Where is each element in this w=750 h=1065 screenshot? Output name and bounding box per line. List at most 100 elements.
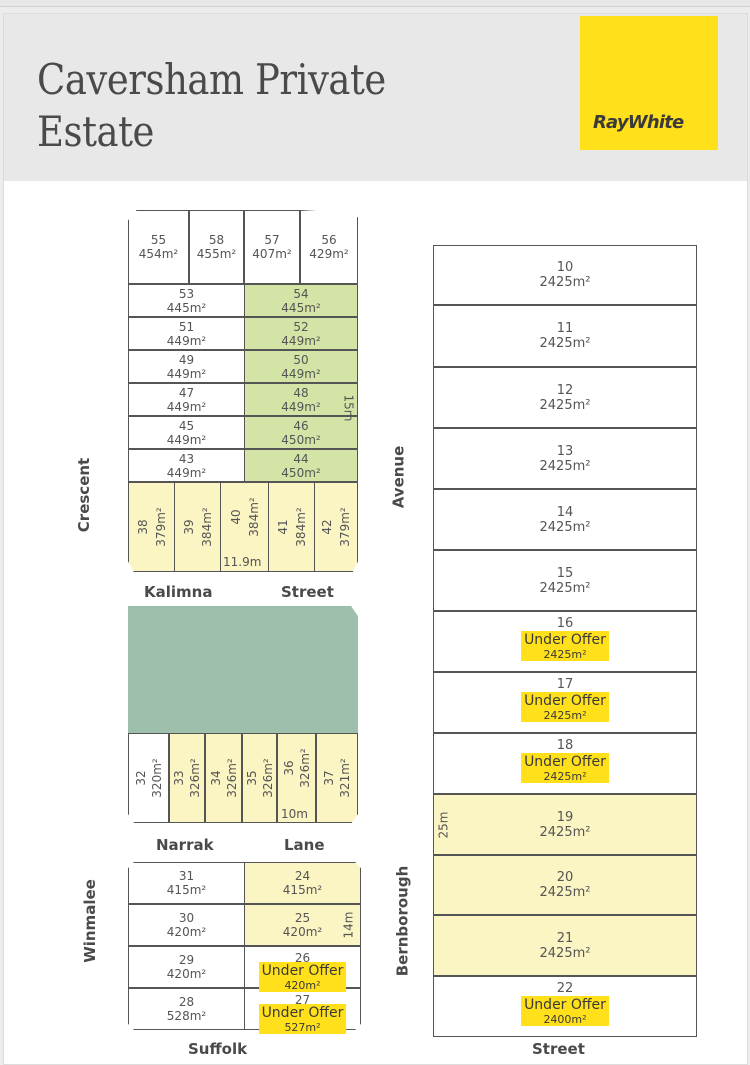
lot-area: 420m²	[284, 979, 321, 992]
lot-area: 420m²	[282, 925, 323, 939]
dimension-25m: 25m	[436, 811, 451, 839]
lot-number: 12	[556, 382, 574, 398]
lot-area: 449m²	[166, 399, 207, 414]
lot-label: 22	[434, 981, 696, 996]
lot-area: 2425m²	[539, 458, 591, 474]
street-avenue: Avenue	[389, 445, 408, 509]
lot-number: 18	[556, 738, 574, 753]
lot-number: 44	[293, 451, 309, 466]
lot-number: 53	[178, 286, 195, 301]
lot-area: 415m²	[282, 883, 323, 897]
lot-area: 2425m²	[539, 275, 591, 290]
page-title: Caversham Private Estate	[37, 55, 386, 156]
lot-label: 18	[434, 738, 696, 753]
lot-number: 28	[178, 995, 195, 1009]
dimension-15m: 15m	[341, 394, 356, 422]
lot-number: 21	[556, 930, 574, 946]
lot-area: 379m²	[153, 507, 168, 547]
lot-label: 27	[245, 993, 360, 1007]
lot-number: 16	[556, 616, 574, 631]
lot-number: 47	[178, 385, 195, 400]
lot-number: 10	[556, 260, 574, 275]
lot-number: 35	[244, 770, 259, 786]
lot-number: 45	[178, 418, 195, 433]
lot-area: 321m²	[338, 758, 352, 798]
lot-area: 326m²	[297, 748, 312, 788]
lot-18[interactable]: 18	[433, 733, 697, 794]
street-kalimna: Kalimna	[144, 583, 213, 601]
raywhite-logo: RayWhite	[580, 16, 718, 150]
lot-area: 450m²	[281, 432, 321, 447]
lot-area: 2425m²	[539, 397, 591, 413]
under-offer-label: Under Offer	[524, 693, 606, 709]
street-lane: Lane	[284, 836, 325, 854]
under-offer-label: Under Offer	[261, 963, 344, 979]
lot-number: 31	[178, 869, 195, 883]
lot-area: 379m²	[338, 507, 352, 547]
lot-area: 2425m²	[539, 945, 591, 961]
lot-label: 16	[434, 616, 696, 631]
lot-number: 33	[172, 770, 186, 786]
lot-area: 407m²	[252, 247, 292, 261]
lot-number: 13	[556, 443, 574, 459]
lot-number: 51	[178, 319, 195, 334]
under-offer-label: Under Offer	[261, 1005, 344, 1021]
under-offer-label: Under Offer	[524, 754, 606, 770]
lot-number: 34	[208, 770, 223, 786]
lot-label: 26	[245, 951, 360, 965]
lot-area: 450m²	[281, 465, 321, 480]
lot-area: 449m²	[166, 432, 207, 447]
